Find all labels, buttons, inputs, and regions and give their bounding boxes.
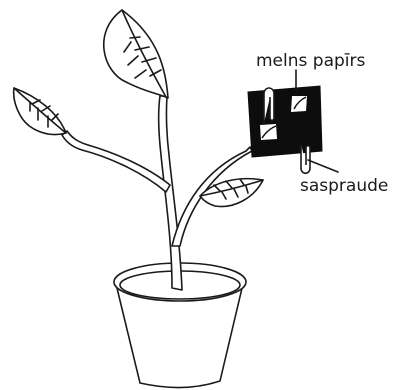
paperclip-label: saspraude [300, 176, 388, 196]
paperclip-icon [263, 87, 275, 123]
black-paper [247, 85, 323, 158]
paperclip-icon [300, 144, 311, 175]
main-stem [157, 95, 183, 291]
right-leaf [199, 177, 264, 208]
left-leaf [12, 87, 67, 136]
black-paper-label: melns papīrs [256, 51, 365, 71]
leader-line [307, 159, 339, 173]
top-leaf [102, 9, 169, 99]
left-branch [61, 130, 171, 193]
